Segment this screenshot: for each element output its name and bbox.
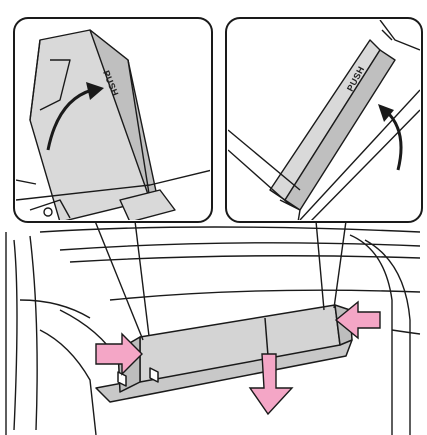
right-detail-panel: PUSH xyxy=(226,18,422,222)
left-detail-panel: PUSH xyxy=(14,18,212,222)
